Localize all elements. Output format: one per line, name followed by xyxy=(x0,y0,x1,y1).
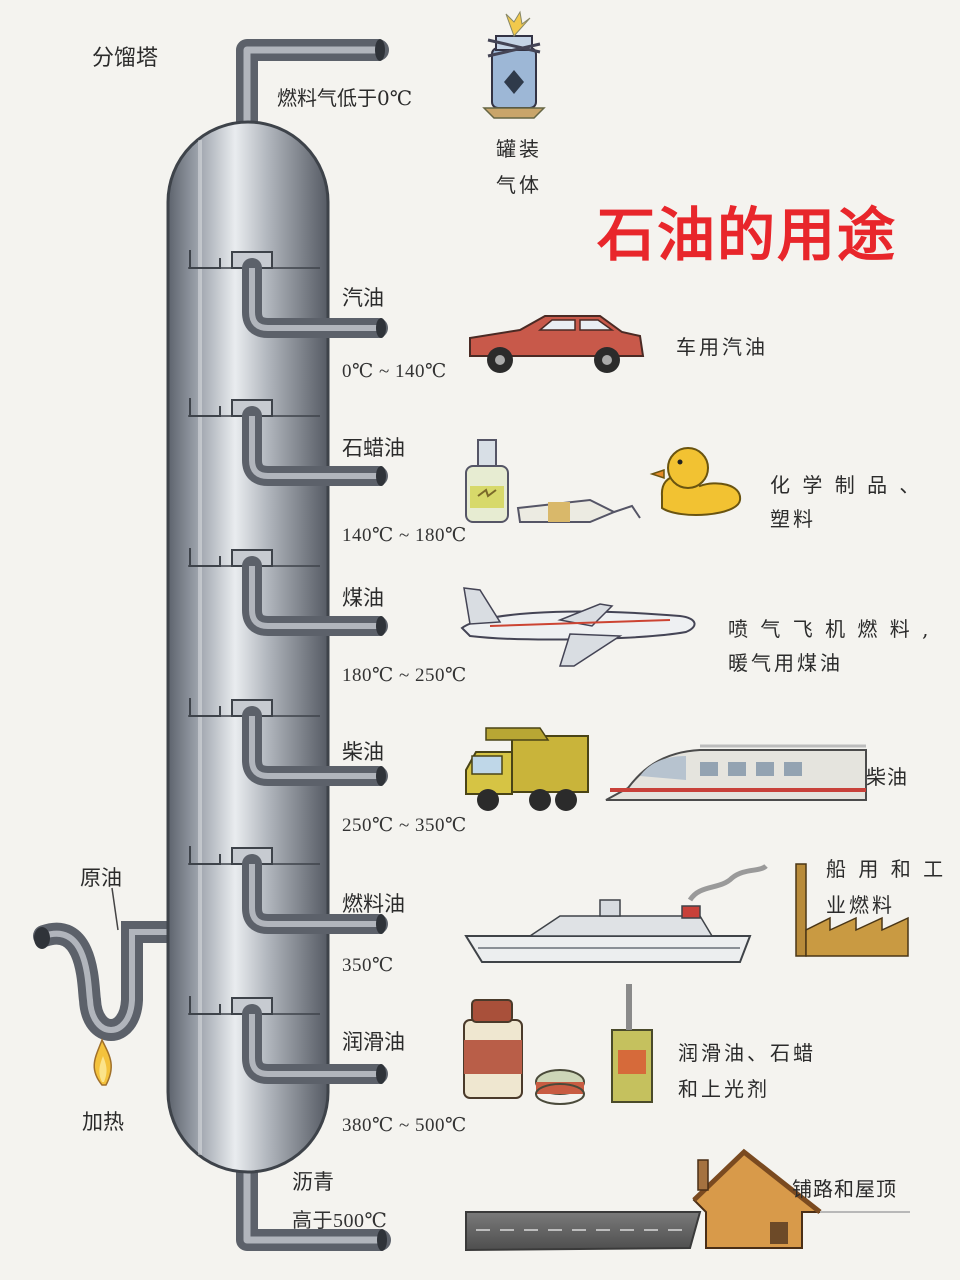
tower-label: 分馏塔 xyxy=(92,46,159,71)
side-draw-pipe-highlight xyxy=(249,566,378,629)
side-draw-pipes xyxy=(242,258,388,1084)
gas-canister-icon xyxy=(482,10,546,119)
fraction-name-lubricant: 润滑油 xyxy=(342,1030,405,1054)
bottle-icon xyxy=(465,439,509,523)
use-fuel-oil-line2: 业燃料 xyxy=(826,893,895,917)
use-gas-line2: 气体 xyxy=(496,173,542,197)
use-gas-line1: 罐装 xyxy=(496,137,542,161)
pipe-outlet xyxy=(376,466,386,486)
flame-icon xyxy=(93,1038,112,1086)
use-gasoline: 车用汽油 xyxy=(676,335,768,359)
distillation-tower xyxy=(166,120,330,1174)
tray-cap xyxy=(189,996,221,1015)
oil-carton-icon xyxy=(611,984,653,1103)
tray-cap xyxy=(189,548,221,567)
pipe-outlet xyxy=(376,766,386,786)
use-fuel-oil-line1: 船 用 和 工 xyxy=(826,857,947,881)
heat-label: 加热 xyxy=(82,1110,124,1134)
airplane-icon xyxy=(460,587,696,667)
use-kerosene-line2: 暖气用煤油 xyxy=(728,651,843,675)
fraction-name-diesel: 柴油 xyxy=(342,740,384,764)
tube-icon xyxy=(516,498,641,523)
side-draw-pipe-highlight xyxy=(249,1014,378,1077)
factory-icon xyxy=(795,863,909,957)
fraction-temp-diesel: 250℃ ~ 350℃ xyxy=(342,815,467,836)
page-headline: 石油的用途 xyxy=(597,201,898,269)
side-draw-pipe-highlight xyxy=(249,416,378,479)
fraction-name-gasoline: 汽油 xyxy=(342,286,384,310)
tray-cap xyxy=(189,846,221,865)
pipe-outlet xyxy=(376,914,386,934)
train-icon xyxy=(605,744,867,801)
house-icon xyxy=(692,1148,910,1249)
tin-icon xyxy=(535,1069,585,1105)
fraction-name-kerosene: 煤油 xyxy=(342,586,384,610)
crude-oil-inlet-pipe xyxy=(33,921,183,1041)
fraction-temp-lubricant: 380℃ ~ 500℃ xyxy=(342,1115,467,1136)
fraction-name-paraffin: 石蜡油 xyxy=(342,436,405,460)
fraction-name-fuel-oil: 燃料油 xyxy=(342,892,405,916)
ship-icon xyxy=(464,863,768,963)
fraction-name-asphalt: 沥青 xyxy=(292,1170,334,1194)
oil-can-icon xyxy=(463,999,523,1099)
side-draw-pipe-highlight xyxy=(249,716,378,779)
fraction-temp-paraffin: 140℃ ~ 180℃ xyxy=(342,525,467,546)
fraction-temp-gasoline: 0℃ ~ 140℃ xyxy=(342,361,447,382)
fraction-temp-asphalt: 高于500℃ xyxy=(292,1210,388,1232)
use-paraffin-line1: 化 学 制 品 、 xyxy=(770,473,923,497)
fraction-temp-fuel-oil: 350℃ xyxy=(342,955,394,976)
truck-icon xyxy=(465,727,589,811)
use-lubricant-line2: 和上光剂 xyxy=(678,1077,770,1101)
use-asphalt: 铺路和屋顶 xyxy=(792,1177,897,1201)
use-kerosene-line1: 喷 气 飞 机 燃 料 , xyxy=(728,617,932,641)
crude-oil-label: 原油 xyxy=(80,866,122,890)
use-lubricant-line1: 润滑油、石蜡 xyxy=(678,1041,816,1065)
tray-cap xyxy=(189,698,221,717)
tray-cap xyxy=(189,398,221,417)
duck-icon xyxy=(649,447,742,516)
pipe-outlet xyxy=(376,616,386,636)
road-icon xyxy=(465,1211,702,1252)
pipe-outlet xyxy=(376,318,386,338)
side-draw-pipe-highlight xyxy=(249,864,378,927)
car-icon xyxy=(469,315,645,373)
use-paraffin-line2: 塑料 xyxy=(770,507,816,531)
use-diesel: 柴油 xyxy=(866,765,908,789)
fraction-temp-kerosene: 180℃ ~ 250℃ xyxy=(342,665,467,686)
side-draw-pipe-highlight xyxy=(249,268,378,331)
pipe-outlet xyxy=(376,1064,386,1084)
tray-cap xyxy=(189,250,221,269)
fraction-name-fuel-gas: 燃料气低于0℃ xyxy=(277,86,413,110)
